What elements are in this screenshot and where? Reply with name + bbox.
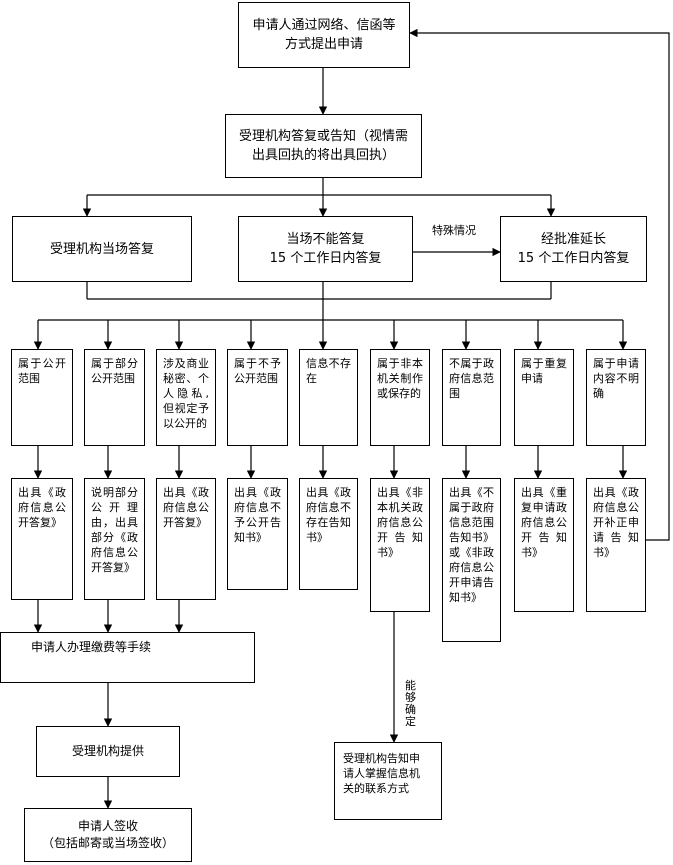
category-unclear-content: 属于申请内容不明确 — [586, 349, 646, 446]
label-special-case: 特殊情况 — [432, 224, 476, 237]
category-not-exist: 信息不存在 — [299, 349, 358, 446]
step-pay-fees-text: 申请人办理缴费等手续 — [31, 640, 152, 654]
category-not-gov-info: 不属于政府信息范围 — [442, 349, 501, 446]
step-applicant-signs-text: 申请人签收 （包括邮寄或当场签收） — [41, 819, 174, 850]
output-not-gov-info-notice: 出具《不属于政府信息范围告知书》或《非政府信息公开申请告知书》 — [442, 478, 501, 642]
category-commercial-secret: 涉及商业秘密、个人隐私,但视定予以公开的 — [156, 349, 216, 446]
step-cannot-text: 当场不能答复 15 个工作日内答复 — [269, 232, 382, 266]
step-on-site-reply: 受理机构当场答复 — [12, 216, 192, 282]
step-reply-or-notify: 受理机构答复或告知（视情需 出具回执的将出具回执） — [225, 114, 422, 178]
category-not-public: 属于不予公开范围 — [227, 349, 288, 446]
step-extended-reply: 经批准延长 15 个工作日内答复 — [500, 216, 647, 282]
output-supplement-notice: 出具《政府信息公开补正申请告知书》 — [586, 478, 646, 612]
output-commercial-reply: 出具《政府信息公开答复》 — [156, 478, 216, 600]
step-agency-provides: 受理机构提供 — [36, 726, 180, 777]
category-public: 属于公开范围 — [11, 349, 73, 446]
output-public-reply: 出具《政府信息公开答复》 — [11, 478, 73, 600]
step-applicant-signs: 申请人签收 （包括邮寄或当场签收） — [24, 808, 192, 862]
step-on-site-text: 受理机构当场答复 — [49, 241, 154, 257]
step-contact-text: 受理机构告知申 请人掌握信息机 关的联系方式 — [343, 752, 420, 795]
category-repeat-request: 属于重复申请 — [514, 349, 574, 446]
label-can-confirm: 能够确定 — [405, 679, 416, 728]
step-contact-info: 受理机构告知申 请人掌握信息机 关的联系方式 — [334, 742, 442, 820]
step-submit-text: 申请人通过网络、信函等 方式提出申请 — [252, 18, 396, 52]
category-non-agency: 属于非本机关制作或保存的 — [370, 349, 430, 446]
output-not-exist-notice: 出具《政府信息不存在告知书》 — [299, 478, 358, 590]
step-reply-text: 受理机构答复或告知（视情需 出具回执的将出具回执） — [238, 129, 408, 163]
arrow-feedback-loop — [409, 28, 670, 541]
step-agency-provides-text: 受理机构提供 — [71, 744, 144, 758]
step-extended-text: 经批准延长 15 个工作日内答复 — [517, 232, 630, 266]
step-submit-application: 申请人通过网络、信函等 方式提出申请 — [238, 2, 410, 68]
step-cannot-reply-on-site: 当场不能答复 15 个工作日内答复 — [238, 216, 413, 282]
output-partial-reply: 说明部分公开理由，出具部分《政府信息公开答复》 — [84, 478, 145, 600]
output-non-agency-notice: 出具《非本机关政府信息公开告知书》 — [370, 478, 430, 612]
step-pay-fees: 申请人办理缴费等手续 — [0, 632, 255, 683]
category-partial-public: 属于部分公开范围 — [84, 349, 145, 446]
output-not-public-notice: 出具《政府信息不予公开告知书》 — [227, 478, 288, 590]
output-repeat-notice: 出具《重复申请政府信息公开告知书》 — [514, 478, 574, 612]
